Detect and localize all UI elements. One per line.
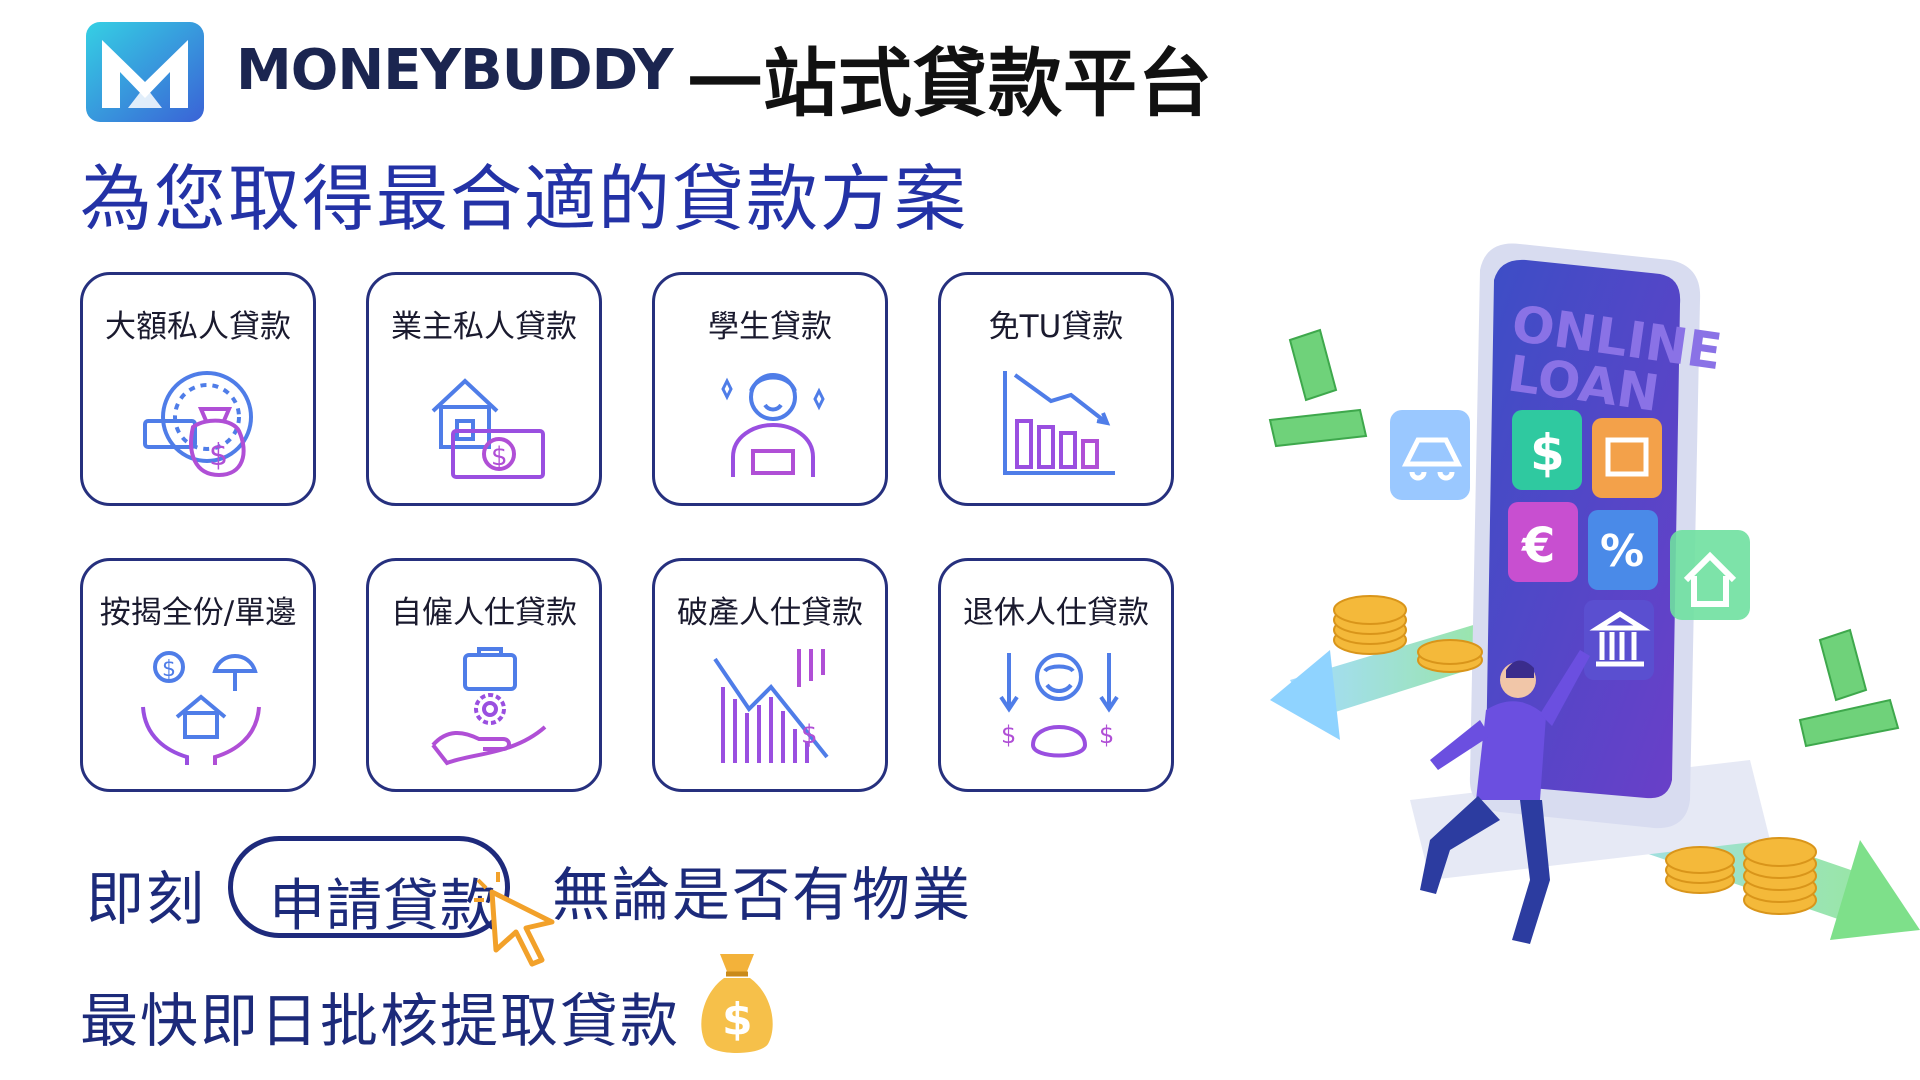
house-money-icon: $ [431,378,545,479]
svg-text:%: % [1600,526,1644,577]
banknote-right [1798,628,1900,748]
loan-card-label: 退休人仕貸款 [963,595,1149,631]
apply-loan-button[interactable]: 申請貸款 [228,836,510,939]
money-bag-clock-icon: $ [143,371,253,478]
moneybuddy-logo [86,22,204,122]
loan-card-label: 按揭全份/單邊 [99,595,297,631]
pointer-cursor-icon [474,872,555,967]
loan-card-label: 大額私人貸款 [105,309,291,345]
svg-text:$: $ [1530,424,1565,482]
page-title: 一站式貸款平台 [688,41,1213,127]
svg-text:$: $ [722,994,753,1045]
tagline: 為您取得最合適的貸款方案 [80,157,969,241]
cta-prefix: 即刻 [86,865,207,933]
money-bag-icon: $ [701,954,773,1053]
loan-card-label: 學生貸款 [708,309,832,345]
loan-card-label: 業主私人貸款 [391,309,577,345]
loan-card-retired[interactable]: 退休人仕貸款 $ $ [938,558,1174,792]
fast-approval-text: 最快即日批核提取貸款 [80,987,681,1055]
loan-card-student[interactable]: 學生貸款 [652,272,888,506]
svg-text:$: $ [491,442,508,472]
svg-text:$: $ [1001,721,1016,749]
loan-card-owner-personal[interactable]: 業主私人貸款 $ [366,272,602,506]
svg-text:$: $ [209,438,228,473]
loan-card-mortgage[interactable]: 按揭全份/單邊 $ [80,558,316,792]
banknote-left [1268,328,1368,448]
svg-text:$: $ [1099,721,1114,749]
loan-card-label: 自僱人仕貸款 [391,595,577,631]
loan-card-label: 免TU貸款 [988,309,1124,345]
crash-chart-icon: $ [713,649,829,763]
briefcase-hand-icon [431,647,547,766]
apply-loan-label: 申請貸款 [269,874,497,939]
house-hands-icon: $ [141,651,261,765]
retiree-piggy-icon: $ $ [999,653,1119,758]
svg-text:€: € [1521,518,1555,574]
loan-card-bankrupt[interactable]: 破產人仕貸款 $ [652,558,888,792]
coin-stack-left [1333,595,1483,673]
loan-card-no-tu[interactable]: 免TU貸款 [938,272,1174,506]
svg-text:$: $ [801,720,818,750]
brand-name: MONEYBUDDY [236,38,674,103]
declining-chart-icon [1003,371,1115,475]
student-icon [721,373,825,477]
loan-card-large-personal[interactable]: 大額私人貸款 $ [80,272,316,506]
loan-type-grid: 大額私人貸款 $ 業主私人貸款 $ 學生貸款 [80,272,1174,792]
loan-card-self-employed[interactable]: 自僱人仕貸款 [366,558,602,792]
person-figure [1420,650,1590,944]
loan-card-label: 破產人仕貸款 [677,595,863,631]
svg-text:$: $ [162,657,176,682]
cta-suffix: 無論是否有物業 [552,861,973,929]
online-loan-illustration: ONLINE LOAN $ € % [1268,243,1920,944]
coin-stack-right [1665,837,1817,915]
